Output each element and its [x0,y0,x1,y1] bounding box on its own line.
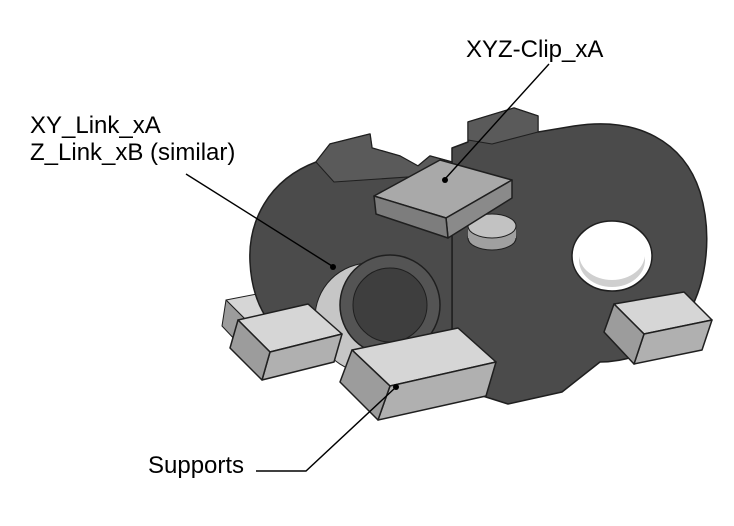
links-leader-line [185,173,333,267]
pin-hole-inner [579,228,645,280]
label-links-line1: XY_Link_xA [30,112,161,139]
supports-leader-line [256,387,396,472]
links-leader-dot [330,264,336,270]
clip-part [373,159,517,251]
label-supports: Supports [148,452,245,479]
support-front-middle [339,327,497,421]
label-links-line2: Z_Link_xB (similar) [30,139,236,166]
clip-front-face [373,195,449,239]
label-xyz-clip: XYZ-Clip_xA [466,36,604,63]
clip-leader-line [444,63,550,180]
clip-leader-dot [442,177,448,183]
support-front-middle-side-face [339,349,391,421]
label-links: XY_Link_xA Z_Link_xB (similar) [30,112,235,166]
support-front-left-side-face [229,319,271,381]
support-right-side-face [603,303,645,365]
support-right [603,291,713,365]
pivot-boss-inner [352,267,428,343]
supports-leader-dot [393,384,399,390]
support-front-left [229,303,343,381]
